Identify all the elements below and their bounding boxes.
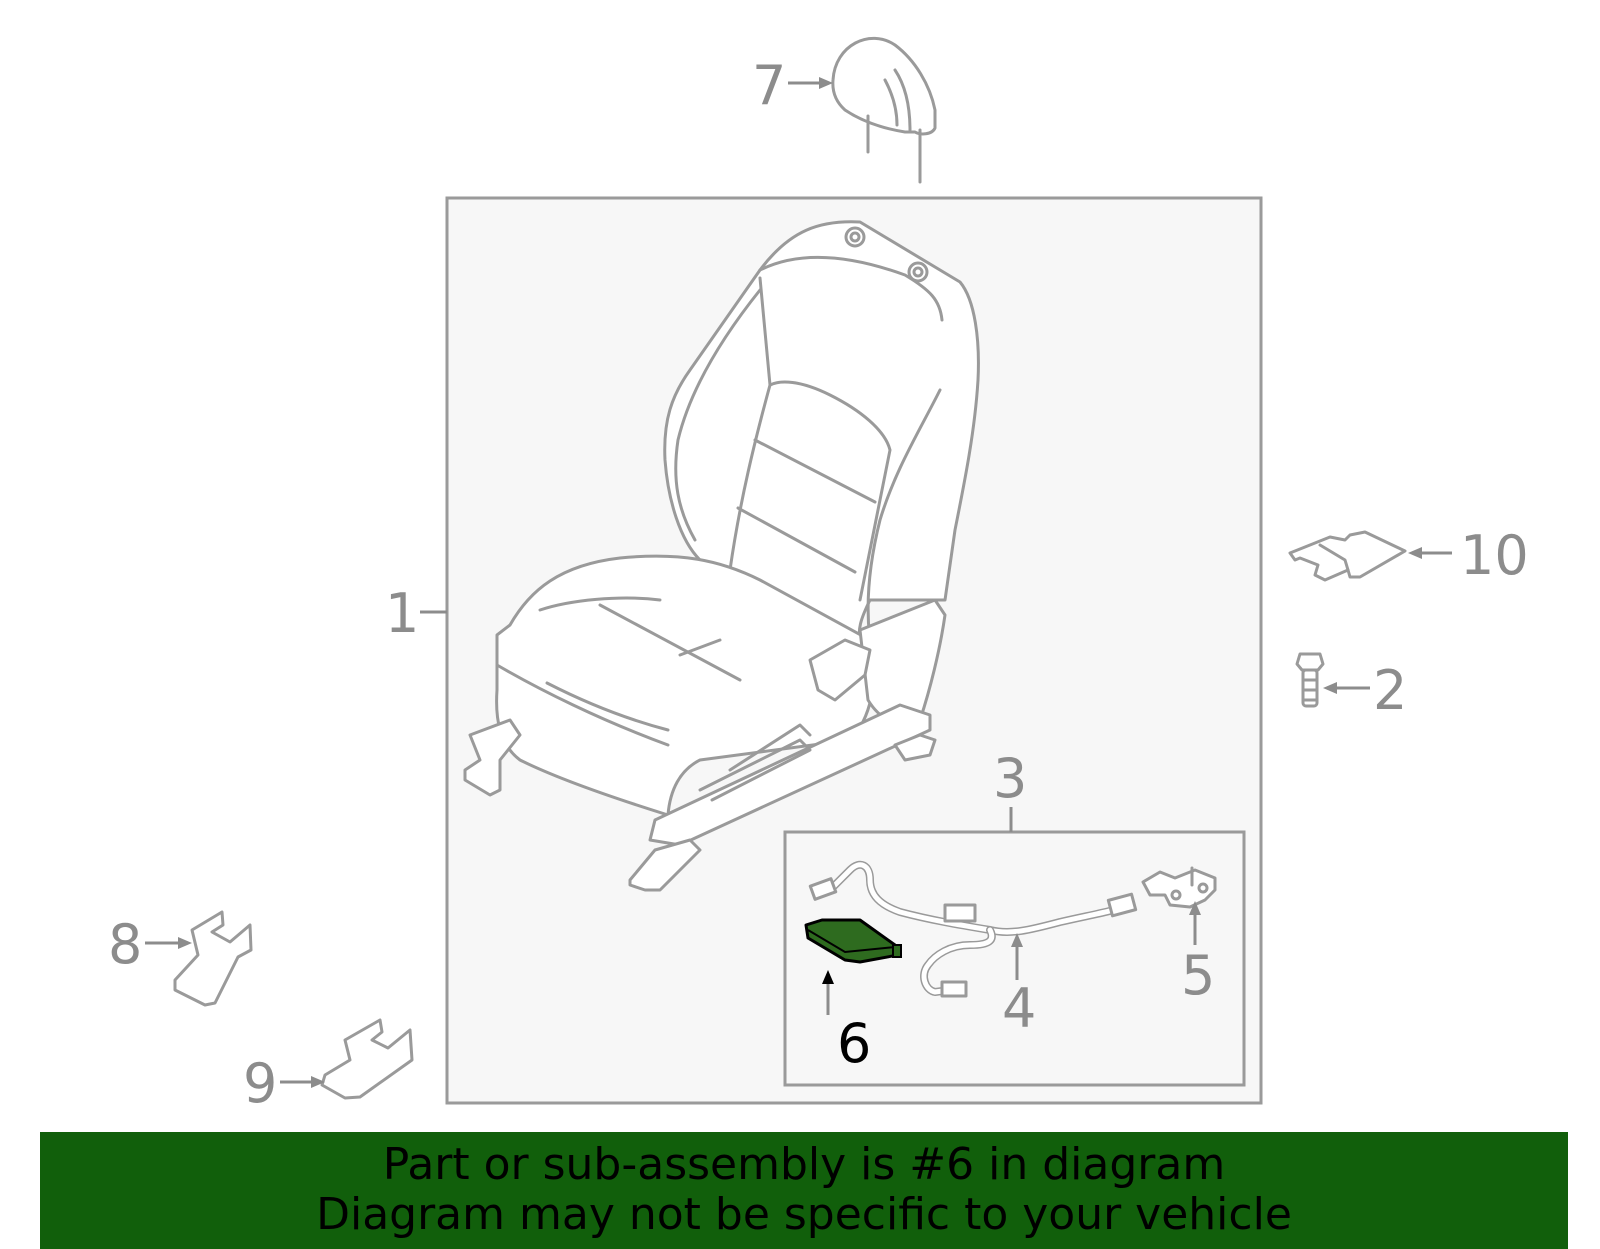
seat-illustration [463,220,980,892]
callout-5: 5 [1181,944,1215,1007]
bolt-part-2-illustration [1295,652,1325,708]
callout-2: 2 [1373,659,1407,722]
banner-line-2: Diagram may not be specific to your vehi… [316,1189,1292,1240]
callout-8: 8 [108,913,142,976]
leader-lines [145,77,1452,1088]
callout-1: 1 [385,582,419,645]
clip-part-8-illustration [173,910,253,1007]
module-part-6-illustration [804,918,902,964]
bracket-illustration [1141,866,1217,909]
info-banner: Part or sub-assembly is #6 in diagram Di… [40,1132,1568,1249]
callout-7: 7 [752,54,786,117]
clip-part-10-illustration [1288,530,1407,582]
callout-6: 6 [837,1012,871,1075]
callout-4: 4 [1002,977,1036,1040]
headrest-illustration [831,36,937,184]
wiring-harness-illustration [808,860,1138,998]
clip-part-9-illustration [320,1018,414,1100]
callout-3: 3 [993,747,1027,810]
banner-line-1: Part or sub-assembly is #6 in diagram [382,1139,1226,1190]
callout-9: 9 [243,1052,277,1115]
callout-10: 10 [1460,524,1529,587]
